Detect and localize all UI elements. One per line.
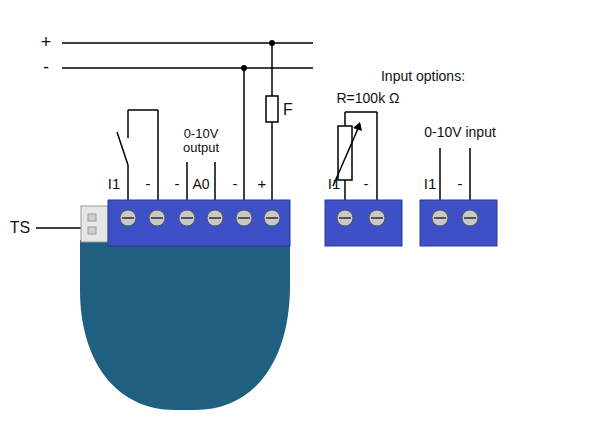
supply-label: + xyxy=(41,33,52,52)
terminal-screws xyxy=(120,210,478,226)
supply-label: - xyxy=(43,58,49,77)
diagram-label: Input options: xyxy=(381,69,465,84)
module-body xyxy=(80,240,290,410)
terminal-label: - xyxy=(146,176,151,192)
diagram-label: F xyxy=(283,102,293,119)
junction-dot xyxy=(269,40,275,46)
diagram-label: TS xyxy=(10,220,30,237)
terminal-label: - xyxy=(458,176,463,192)
terminal-block xyxy=(108,200,290,246)
junction-dot xyxy=(241,65,247,71)
terminal-label: I1 xyxy=(328,176,341,192)
terminal-label: - xyxy=(364,176,369,192)
diagram-label: R=100k Ω xyxy=(337,91,400,106)
terminal-block xyxy=(420,200,497,246)
terminal-label: - xyxy=(233,176,238,192)
terminal-label: A0 xyxy=(192,177,209,192)
arrow-head xyxy=(353,122,362,131)
diagram-label: 0-10V input xyxy=(424,125,496,140)
ts-connector xyxy=(81,206,108,242)
diagram-label: 0-10V output xyxy=(175,127,227,154)
terminal-label: - xyxy=(175,176,180,192)
terminal-label: + xyxy=(258,176,267,192)
terminal-label: I1 xyxy=(108,176,121,192)
terminal-label: I1 xyxy=(424,176,437,192)
terminal-block xyxy=(325,200,402,246)
